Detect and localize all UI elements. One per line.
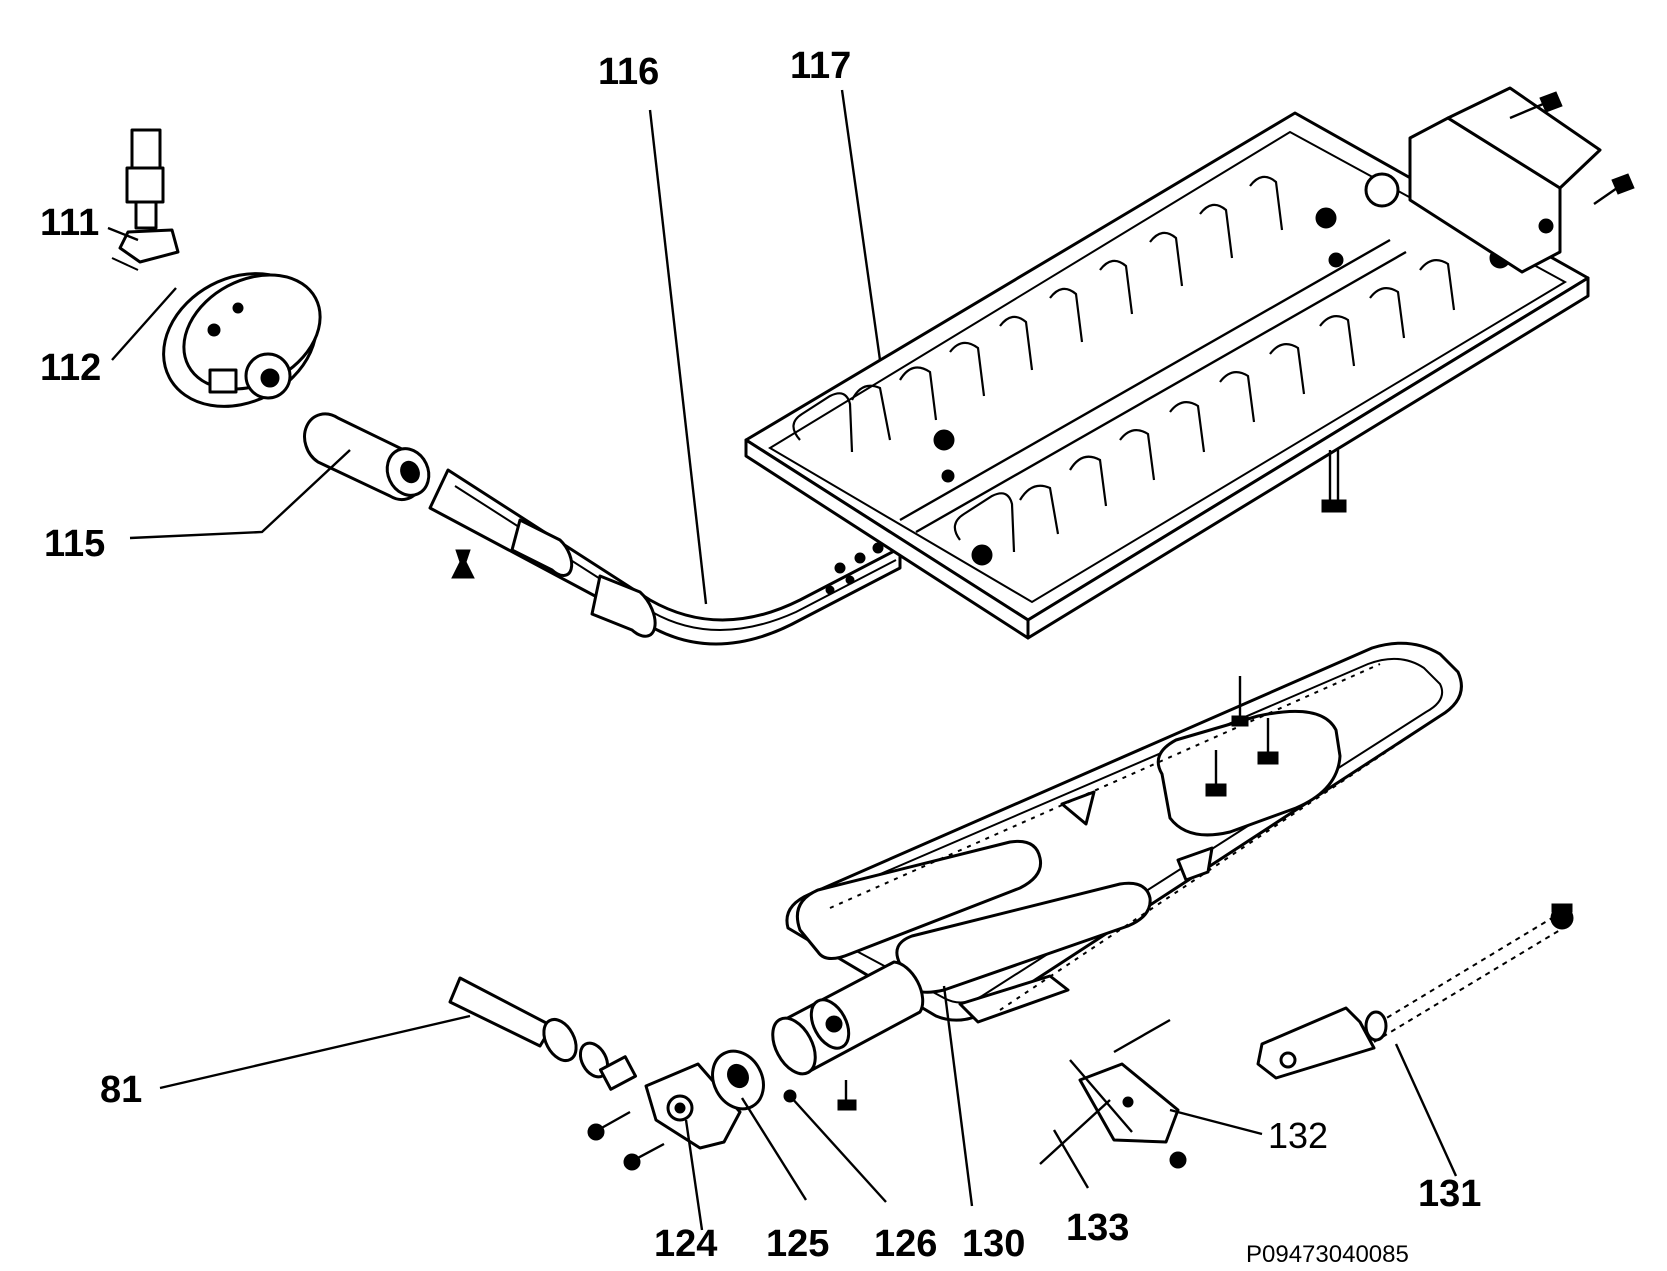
sensor-bracket-part bbox=[644, 1062, 742, 1150]
leader-133 bbox=[1052, 1129, 1090, 1189]
screw-icon bbox=[1593, 173, 1635, 205]
tube-fastener-row bbox=[825, 542, 884, 595]
screw-icon bbox=[1321, 450, 1347, 513]
callout-130: 130 bbox=[962, 1223, 1025, 1265]
callout-115: 115 bbox=[44, 523, 105, 565]
leader-125 bbox=[740, 1097, 808, 1201]
heater-cartridge-part bbox=[771, 960, 925, 1076]
callout-133: 133 bbox=[1066, 1207, 1129, 1249]
leader-126 bbox=[789, 1095, 887, 1203]
callout-labels: 111 112 115 116 117 81 124 125 126 130 1… bbox=[40, 45, 1481, 1268]
figure-code: P09473040085 bbox=[1246, 1241, 1409, 1268]
leader-132 bbox=[1169, 1108, 1263, 1136]
leader-130 bbox=[942, 985, 974, 1207]
thermostat-connector-part bbox=[111, 128, 180, 271]
screw-icon bbox=[451, 549, 475, 579]
callout-112: 112 bbox=[40, 347, 101, 389]
supply-cable-part bbox=[448, 976, 638, 1091]
leader-124 bbox=[684, 1119, 704, 1231]
thermal-fuse-part bbox=[1039, 1018, 1187, 1169]
thermostat-body-part bbox=[162, 272, 322, 408]
leader-111 bbox=[107, 226, 139, 242]
leader-lines bbox=[107, 89, 1458, 1231]
evaporator-plate-part bbox=[744, 111, 1590, 640]
callout-124: 124 bbox=[654, 1223, 717, 1265]
bushing-part bbox=[711, 1049, 797, 1111]
screw-icon bbox=[837, 1080, 857, 1111]
screw-icon bbox=[1257, 718, 1279, 765]
leader-115 bbox=[129, 449, 351, 540]
leader-131 bbox=[1394, 1043, 1458, 1177]
callout-126: 126 bbox=[874, 1223, 937, 1265]
screw-icon bbox=[623, 1142, 665, 1171]
heater-dotted-edge bbox=[829, 663, 1441, 1011]
screw-icon bbox=[1231, 676, 1249, 727]
callout-132: 132 bbox=[1268, 1115, 1328, 1156]
mounting-bracket-part bbox=[1408, 86, 1602, 274]
bulb-cylinder-part bbox=[303, 412, 431, 501]
callout-117: 117 bbox=[790, 45, 851, 87]
screw-icon bbox=[1509, 91, 1563, 120]
screw-icon bbox=[587, 1110, 631, 1141]
heater-plate-part bbox=[785, 641, 1463, 1024]
terminal-part bbox=[1256, 903, 1574, 1080]
leader-81 bbox=[159, 1014, 471, 1090]
leader-116 bbox=[648, 109, 708, 605]
upper-assembly bbox=[111, 86, 1635, 646]
evaporator-coil bbox=[792, 175, 1456, 553]
lower-assembly bbox=[448, 641, 1574, 1171]
callout-125: 125 bbox=[766, 1223, 829, 1265]
callout-111: 111 bbox=[40, 202, 99, 244]
callout-131: 131 bbox=[1418, 1173, 1481, 1215]
leader-117 bbox=[840, 89, 882, 361]
callout-116: 116 bbox=[598, 51, 659, 93]
callout-81: 81 bbox=[100, 1069, 142, 1111]
screw-icon bbox=[1205, 750, 1227, 797]
refrigerant-tube-part bbox=[428, 468, 902, 646]
leader-112 bbox=[111, 287, 177, 361]
